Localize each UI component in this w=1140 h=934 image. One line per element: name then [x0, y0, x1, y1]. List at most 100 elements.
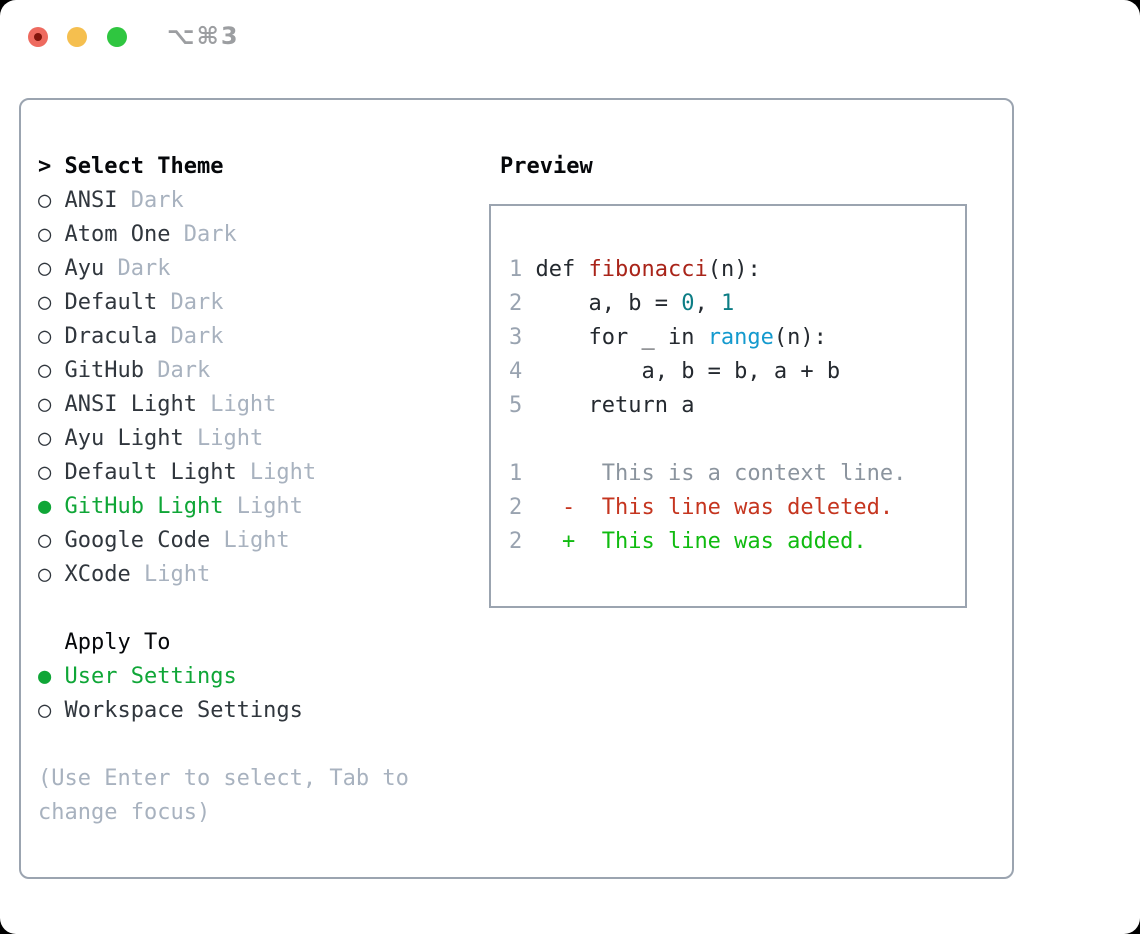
code-token: a, b =	[535, 291, 682, 316]
code-token: - This line was deleted.	[535, 495, 894, 520]
line-number: 2	[509, 291, 536, 316]
code-line: 2 - This line was deleted.	[509, 491, 906, 525]
code-token: (n):	[773, 325, 827, 350]
code-token: a, b = b, a + b	[535, 359, 841, 384]
line-number: 5	[509, 393, 536, 418]
theme-variant: Light	[196, 392, 277, 417]
theme-name: Atom One	[64, 222, 171, 247]
theme-variant: Light	[223, 494, 303, 519]
theme-variant: Dark	[157, 324, 224, 349]
radio-off-icon: ○	[38, 188, 65, 213]
radio-off-icon: ○	[38, 392, 65, 417]
spacer	[38, 592, 409, 626]
cursor-icon: >	[38, 154, 65, 179]
hint-text: (Use Enter to select, Tab to	[38, 762, 409, 796]
theme-option-github[interactable]: ○ GitHub Dark	[38, 354, 409, 388]
theme-variant: Light	[130, 562, 211, 587]
spacer	[38, 728, 409, 762]
theme-option-google-code[interactable]: ○ Google Code Light	[38, 524, 409, 558]
minimize-button[interactable]	[67, 27, 87, 47]
line-number: 3	[509, 325, 536, 350]
theme-option-github-light[interactable]: ● GitHub Light Light	[38, 490, 409, 524]
theme-option-xcode[interactable]: ○ XCode Light	[38, 558, 409, 592]
code-line: 2 a, b = 0, 1	[509, 287, 906, 321]
line-number: 2	[509, 529, 536, 554]
theme-list: > Select Theme○ ANSI Dark○ Atom One Dark…	[38, 150, 409, 830]
theme-variant: Light	[183, 426, 264, 451]
code-token: return a	[535, 393, 695, 418]
radio-off-icon: ○	[38, 256, 65, 281]
radio-off-icon: ○	[38, 290, 65, 315]
line-number: 2	[509, 495, 536, 520]
line-number: 1	[509, 461, 536, 486]
theme-name: ANSI Light	[64, 392, 197, 417]
theme-name: GitHub Light	[64, 494, 224, 519]
zoom-button[interactable]	[107, 27, 127, 47]
theme-name: Dracula	[64, 324, 158, 349]
theme-variant: Dark	[170, 222, 237, 247]
hint-line: (Use Enter to select, Tab to	[38, 766, 409, 791]
theme-option-ansi-light[interactable]: ○ ANSI Light Light	[38, 388, 409, 422]
code-line: 5 return a	[509, 389, 906, 423]
select-theme-label: Select Theme	[64, 154, 224, 179]
code-line: 1 def fibonacci(n):	[509, 253, 906, 287]
theme-option-default-light[interactable]: ○ Default Light Light	[38, 456, 409, 490]
line-number: 4	[509, 359, 536, 384]
theme-variant: Light	[210, 528, 290, 553]
theme-option-default[interactable]: ○ Default Dark	[38, 286, 409, 320]
select-theme-header: > Select Theme	[38, 150, 409, 184]
code-token: def	[535, 257, 589, 282]
theme-option-atom-one[interactable]: ○ Atom One Dark	[38, 218, 409, 252]
code-token: for _ in	[535, 325, 708, 350]
preview-heading: Preview	[500, 154, 593, 179]
radio-off-icon: ○	[38, 562, 65, 587]
theme-variant: Dark	[143, 358, 211, 383]
hint-text: change focus)	[38, 796, 409, 830]
radio-off-icon: ○	[38, 324, 65, 349]
theme-variant: Dark	[104, 256, 171, 281]
window-title: ⌥⌘3	[167, 22, 240, 50]
theme-name: Default Light	[64, 460, 237, 485]
theme-variant: Dark	[157, 290, 224, 315]
theme-variant: Dark	[117, 188, 184, 213]
theme-name: Ayu Light	[64, 426, 184, 451]
code-line: 1 This is a context line.	[509, 457, 906, 491]
radio-off-icon: ○	[38, 528, 65, 553]
line-number: 1	[509, 257, 536, 282]
apply-option-user-settings[interactable]: ● User Settings	[38, 660, 409, 694]
theme-name: Ayu	[64, 256, 105, 281]
theme-picker-panel: > Select Theme○ ANSI Dark○ Atom One Dark…	[19, 98, 1014, 879]
theme-variant: Light	[236, 460, 317, 485]
apply-option-label: Workspace Settings	[64, 698, 303, 723]
code-token: range	[707, 325, 774, 350]
radio-off-icon: ○	[38, 358, 65, 383]
hint-line: change focus)	[38, 800, 211, 825]
code-token: 0	[681, 291, 695, 316]
radio-off-icon: ○	[38, 222, 65, 247]
indent	[38, 630, 65, 655]
code-line: 4 a, b = b, a + b	[509, 355, 906, 389]
theme-option-ayu[interactable]: ○ Ayu Dark	[38, 252, 409, 286]
close-button[interactable]	[28, 27, 48, 47]
theme-name: Default	[64, 290, 158, 315]
code-blank-line	[509, 423, 906, 457]
apply-to-label: Apply To	[64, 630, 171, 655]
theme-option-ansi[interactable]: ○ ANSI Dark	[38, 184, 409, 218]
radio-on-icon: ●	[38, 664, 65, 689]
theme-option-dracula[interactable]: ○ Dracula Dark	[38, 320, 409, 354]
code-line: 3 for _ in range(n):	[509, 321, 906, 355]
apply-option-workspace-settings[interactable]: ○ Workspace Settings	[38, 694, 409, 728]
theme-name: ANSI	[64, 188, 118, 213]
code-token: + This line was added.	[535, 529, 867, 554]
apply-option-label: User Settings	[64, 664, 237, 689]
code-token: fibonacci	[588, 257, 708, 282]
radio-off-icon: ○	[38, 460, 65, 485]
radio-off-icon: ○	[38, 698, 65, 723]
theme-option-ayu-light[interactable]: ○ Ayu Light Light	[38, 422, 409, 456]
theme-name: GitHub	[64, 358, 144, 383]
code-token: This is a context line.	[535, 461, 907, 486]
radio-off-icon: ○	[38, 426, 65, 451]
code-line: 2 + This line was added.	[509, 525, 906, 559]
